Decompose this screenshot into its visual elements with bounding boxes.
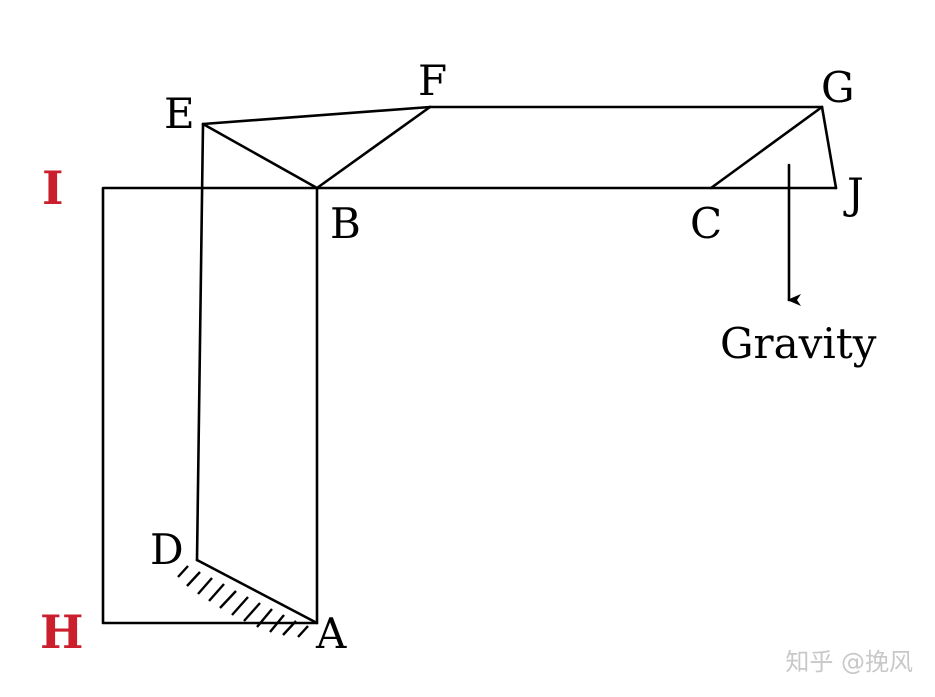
link-e-b xyxy=(201,122,319,190)
label-point-c: C xyxy=(690,199,722,248)
hatched-ground-icon xyxy=(177,565,309,638)
link-d-a xyxy=(195,558,319,625)
link-d-e xyxy=(195,122,205,562)
label-point-j: J xyxy=(843,169,864,218)
watermark: 知乎 @挽风 xyxy=(785,648,913,676)
label-point-b: B xyxy=(330,199,361,248)
link-g-j xyxy=(820,105,838,190)
label-point-g: G xyxy=(821,63,855,112)
link-f-b xyxy=(315,105,432,190)
frame-outline xyxy=(101,186,319,625)
link-e-f xyxy=(201,105,432,126)
link-g-c xyxy=(709,105,824,190)
label-point-a: A xyxy=(315,609,347,658)
label-point-f: F xyxy=(418,56,447,105)
label-point-e: E xyxy=(164,89,195,138)
label-point-h: H xyxy=(40,605,83,659)
label-point-d: D xyxy=(150,525,184,574)
label-point-i: I xyxy=(42,161,64,215)
gravity-label: Gravity xyxy=(720,319,877,368)
